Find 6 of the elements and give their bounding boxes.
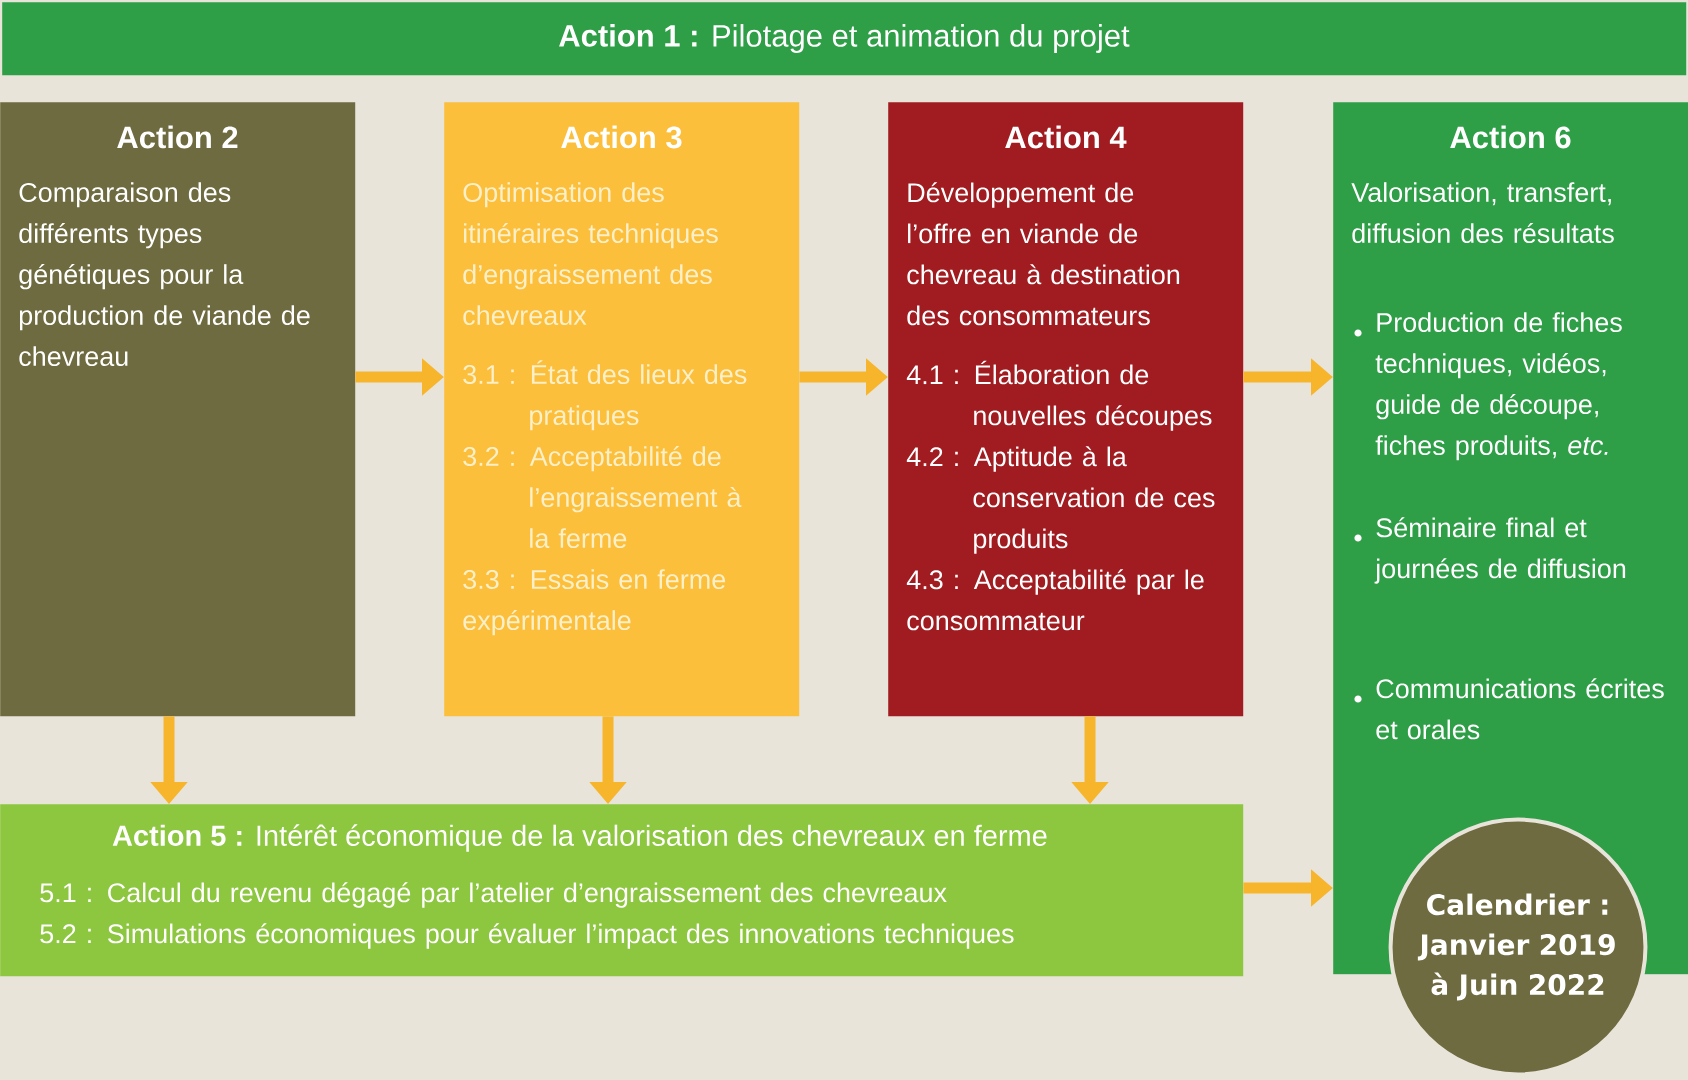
calendar-badge: Calendrier : Janvier 2019 à Juin 2022 [1388,817,1648,1077]
action-box: Action 4 Développement de l’offre en viande de chevreau à destination des consommateurs 4.1 : Élaboration de nouvelles découpes 4.2 : Aptitude à la conservation de ces produits 4.3 : Acceptabilité par le consommateur [888,102,1244,717]
action-box: Action 3 Optimisation des itinéraires techniques d’engraissement des chevreaux 3.1 : État des lieux des pratiques 3.2 : Acceptabilité de l’engraissement à la ferme 3.3 : Essais en ferme expérimentale [444,102,800,717]
action-box: Action 5 : Intérêt économique de la valorisation des chevreaux en ferme 5.1 : Calcul du revenu dégagé par l’atelier d’engraissement des chevreaux 5.2 : Simulations économiques pour évaluer l’impact des innovations techniques [0,804,1244,977]
action-box: Action 2 Comparaison des différents types génétiques pour la production de viande de chevreau [0,102,356,717]
banner: Action 1 : Pilotage et animation du projet [2,2,1687,76]
